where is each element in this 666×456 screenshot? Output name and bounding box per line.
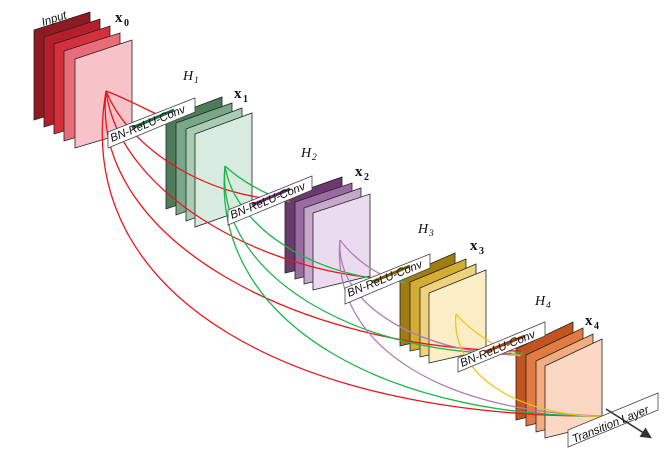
connection-x0-trans (101, 90, 613, 417)
conv-box-2-frame (227, 175, 313, 226)
x4-subscript: 4 (594, 321, 599, 332)
x2-subscript: 2 (364, 172, 369, 183)
connection-x3-h4 (455, 313, 521, 357)
x4-label: x 4 (585, 313, 599, 332)
conv-box-3-arrow (371, 264, 411, 284)
connection-x0-h4 (104, 90, 522, 352)
transition-arrow (605, 408, 652, 439)
h3-label: H 3 (417, 222, 434, 239)
h4-subscript: 4 (546, 301, 551, 311)
h1-letter: H (182, 69, 194, 84)
conv-box-1-arrow (131, 108, 175, 130)
x2-letter: x (355, 164, 363, 180)
h2-label: H 2 (300, 146, 317, 163)
x0-label: x 0 (115, 10, 129, 29)
h4-label: H 4 (534, 294, 551, 311)
x3-letter: x (470, 238, 478, 254)
x2-label: x 2 (355, 164, 369, 183)
x1-label: x 1 (234, 86, 248, 105)
block-x4 (515, 321, 603, 439)
h2-subscript: 2 (312, 153, 317, 163)
h2-letter: H (300, 146, 312, 161)
x3-subscript: 3 (479, 246, 484, 257)
conv-box-2-arrow (251, 187, 291, 207)
x0-subscript: 0 (124, 18, 129, 29)
connection-x3-trans (455, 313, 613, 417)
connection-x2-trans (338, 239, 613, 417)
conv-box-4-arrow (484, 334, 526, 354)
h1-label: H 1 (182, 69, 199, 86)
block-x0 (33, 11, 133, 149)
x0-letter: x (115, 10, 123, 26)
transition-box (567, 392, 659, 448)
x1-letter: x (234, 86, 242, 102)
h3-subscript: 3 (428, 229, 434, 239)
h1-subscript: 1 (194, 76, 199, 86)
x4-letter: x (585, 313, 593, 329)
h4-letter: H (534, 294, 546, 309)
h3-letter: H (417, 222, 429, 237)
x1-subscript: 1 (243, 94, 248, 105)
x3-label: x 3 (470, 238, 484, 257)
connection-x1-trans (223, 165, 613, 417)
